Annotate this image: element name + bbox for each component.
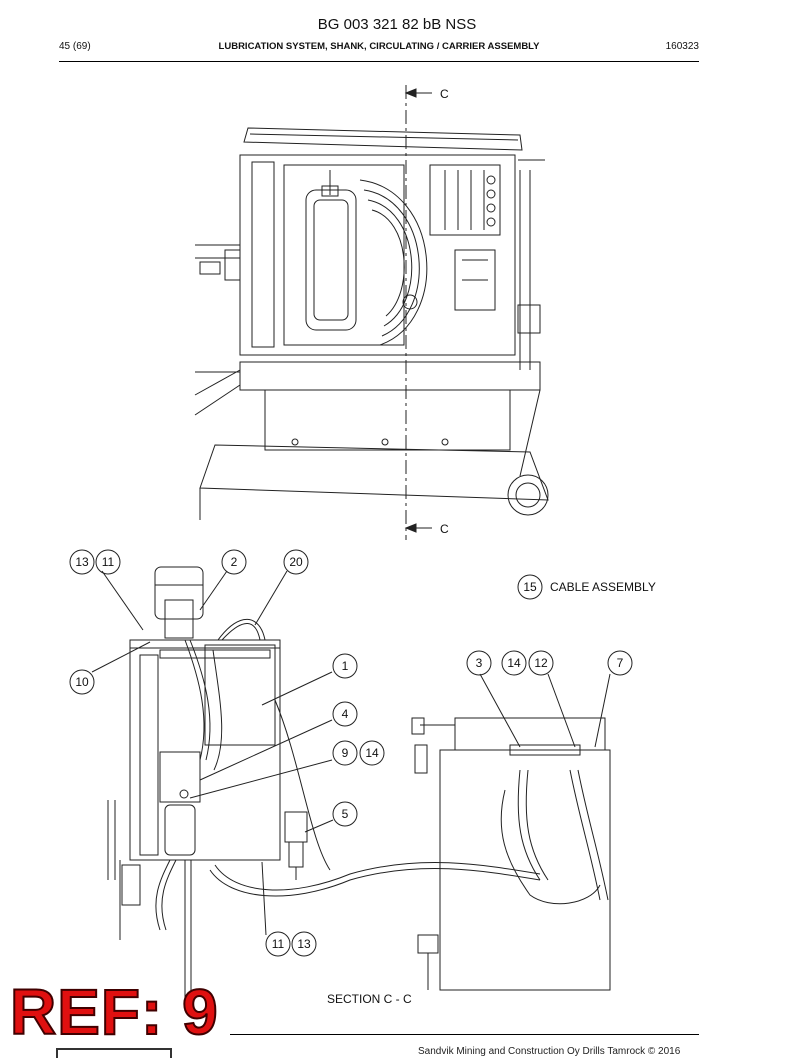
footer-copyright: Sandvik Mining and Construction Oy Drill… xyxy=(418,1046,681,1057)
callout-14a xyxy=(501,650,527,676)
callout-13b xyxy=(291,931,317,957)
callout-11b-text: 11 xyxy=(272,937,285,951)
callout-14b-text: 14 xyxy=(365,746,379,760)
cable-assembly-label: CABLE ASSEMBLY xyxy=(550,580,656,594)
header-rule xyxy=(59,61,699,62)
logo-box xyxy=(56,1048,172,1058)
callout-11b xyxy=(265,931,291,957)
footer-rule xyxy=(230,1034,699,1035)
callout-13a-text: 13 xyxy=(75,555,89,569)
page-number: 45 (69) xyxy=(59,41,91,52)
callout-4 xyxy=(332,701,358,727)
section-title: LUBRICATION SYSTEM, SHANK, CIRCULATING /… xyxy=(218,41,540,52)
date-code: 160323 xyxy=(665,41,699,52)
callout-3-text: 3 xyxy=(476,656,483,670)
callout-12 xyxy=(528,650,554,676)
top-view: C C xyxy=(194,85,549,540)
callout-12-text: 12 xyxy=(534,656,548,670)
callout-15 xyxy=(517,574,543,600)
callout-13b-text: 13 xyxy=(297,937,311,951)
callout-20-text: 20 xyxy=(289,555,303,569)
section-view xyxy=(107,566,611,1000)
callout-15-text: 15 xyxy=(523,580,537,594)
callout-14b xyxy=(359,740,385,766)
callout-14a-text: 14 xyxy=(507,656,521,670)
callout-3 xyxy=(466,650,492,676)
callout-2-text: 2 xyxy=(231,555,238,569)
callout-13a xyxy=(69,549,95,575)
callout-20 xyxy=(283,549,309,575)
callout-9-text: 9 xyxy=(342,746,349,760)
callout-1 xyxy=(332,653,358,679)
callout-2 xyxy=(221,549,247,575)
leader-lines xyxy=(91,570,611,936)
callout-11a-text: 11 xyxy=(102,555,115,569)
callouts: 13 11 2 20 15 CABLE ASSEMBLY 10 1 3 14 1… xyxy=(69,549,656,1006)
callout-10 xyxy=(69,669,95,695)
callout-1-text: 1 xyxy=(342,659,349,673)
callout-5 xyxy=(332,801,358,827)
callout-7 xyxy=(607,650,633,676)
ref-stamp: REF: 9 xyxy=(9,976,219,1048)
document-number: BG 003 321 82 bB NSS xyxy=(317,16,477,33)
callout-11a xyxy=(95,549,121,575)
callout-10-text: 10 xyxy=(75,675,89,689)
callout-4-text: 4 xyxy=(342,707,349,721)
section-label: SECTION C - C xyxy=(327,992,412,1006)
section-marker-top: C xyxy=(440,87,449,101)
callout-9 xyxy=(332,740,358,766)
callout-5-text: 5 xyxy=(342,807,349,821)
section-marker-bottom: C xyxy=(440,522,449,536)
callout-7-text: 7 xyxy=(617,656,624,670)
